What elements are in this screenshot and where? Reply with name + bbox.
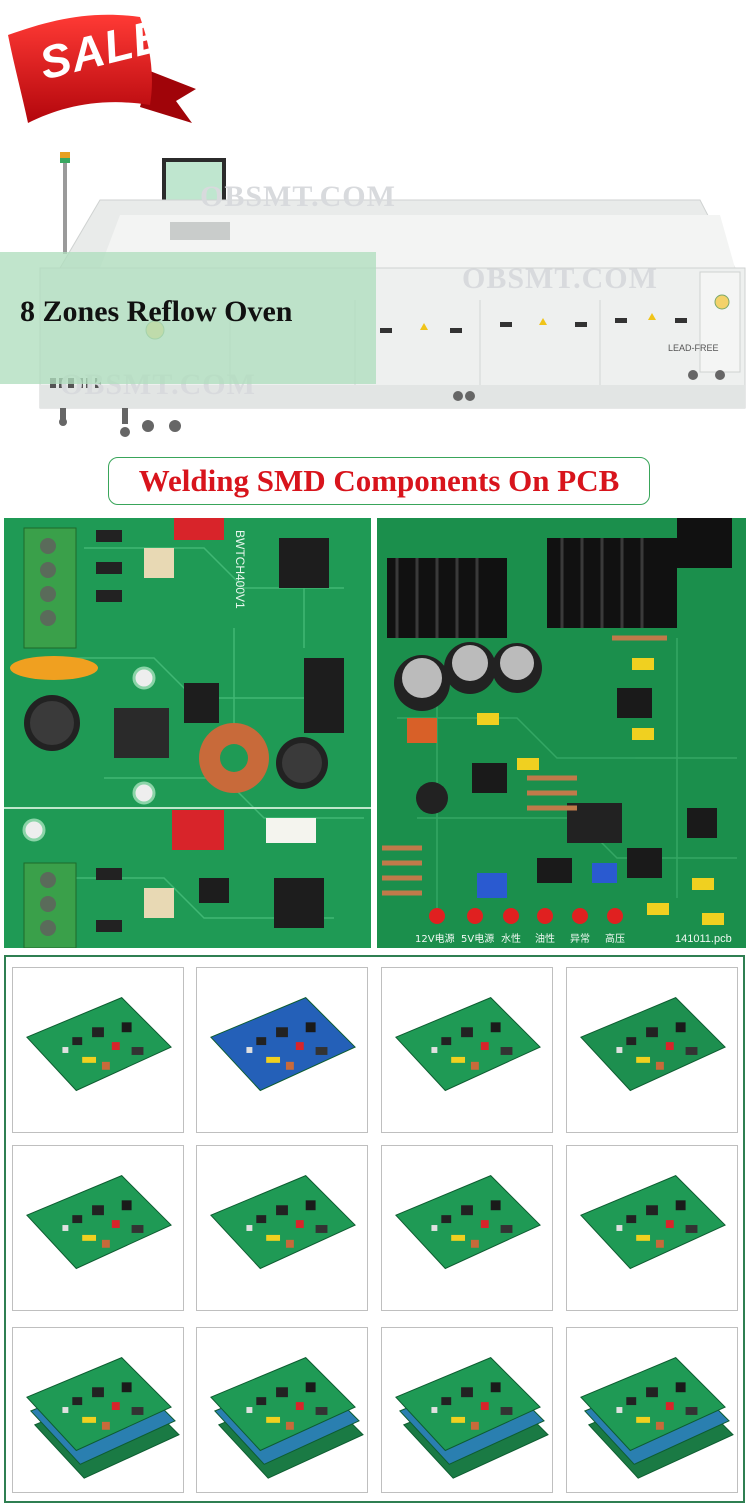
pcb-board-10-thumbnail bbox=[196, 1327, 368, 1493]
pcb-closeup-right: 12V电源 5V电源 水性 油性 异常 高压 141011.pcb bbox=[377, 518, 746, 948]
watermark-text: OBSMT.COM bbox=[200, 180, 396, 213]
pcb-gallery bbox=[4, 955, 745, 1503]
hero-title: 8 Zones Reflow Oven bbox=[20, 295, 293, 328]
led-label: 12V电源 bbox=[415, 932, 455, 945]
pcb-board-9-thumbnail bbox=[12, 1327, 184, 1493]
pcb-board-8-thumbnail bbox=[566, 1145, 738, 1311]
led-label: 高压 bbox=[605, 932, 625, 945]
pcb-board-2-thumbnail bbox=[196, 967, 368, 1133]
watermark-text: OBSMT.COM bbox=[462, 262, 658, 295]
hero-section: LEAD-FREE OBSMT.COM OBSMT.COM OBSMT.COM … bbox=[0, 0, 750, 450]
pcb-board-11-thumbnail bbox=[381, 1327, 553, 1493]
board-marking: BWTCH400V1 bbox=[233, 530, 247, 609]
pcb-board-6-thumbnail bbox=[196, 1145, 368, 1311]
pcb-closeup-left: BWTCH400V1 bbox=[4, 518, 371, 948]
subtitle-text: Welding SMD Components On PCB bbox=[138, 463, 620, 498]
led-label: 异常 bbox=[570, 932, 590, 945]
board-id-label: 141011.pcb bbox=[675, 933, 732, 945]
lead-free-label: LEAD-FREE bbox=[668, 343, 719, 353]
title-overlay bbox=[0, 252, 376, 384]
led-label: 5V电源 bbox=[461, 932, 494, 945]
pcb-board-5-thumbnail bbox=[12, 1145, 184, 1311]
pcb-board-1-thumbnail bbox=[12, 967, 184, 1133]
pcb-board-12-thumbnail bbox=[566, 1327, 738, 1493]
sale-badge bbox=[8, 14, 196, 123]
subtitle-banner: Welding SMD Components On PCB bbox=[108, 457, 650, 505]
pcb-board-4-thumbnail bbox=[566, 967, 738, 1133]
led-label: 水性 bbox=[501, 932, 521, 945]
led-label: 油性 bbox=[535, 932, 555, 945]
pcb-board-3-thumbnail bbox=[381, 967, 553, 1133]
pcb-board-7-thumbnail bbox=[381, 1145, 553, 1311]
